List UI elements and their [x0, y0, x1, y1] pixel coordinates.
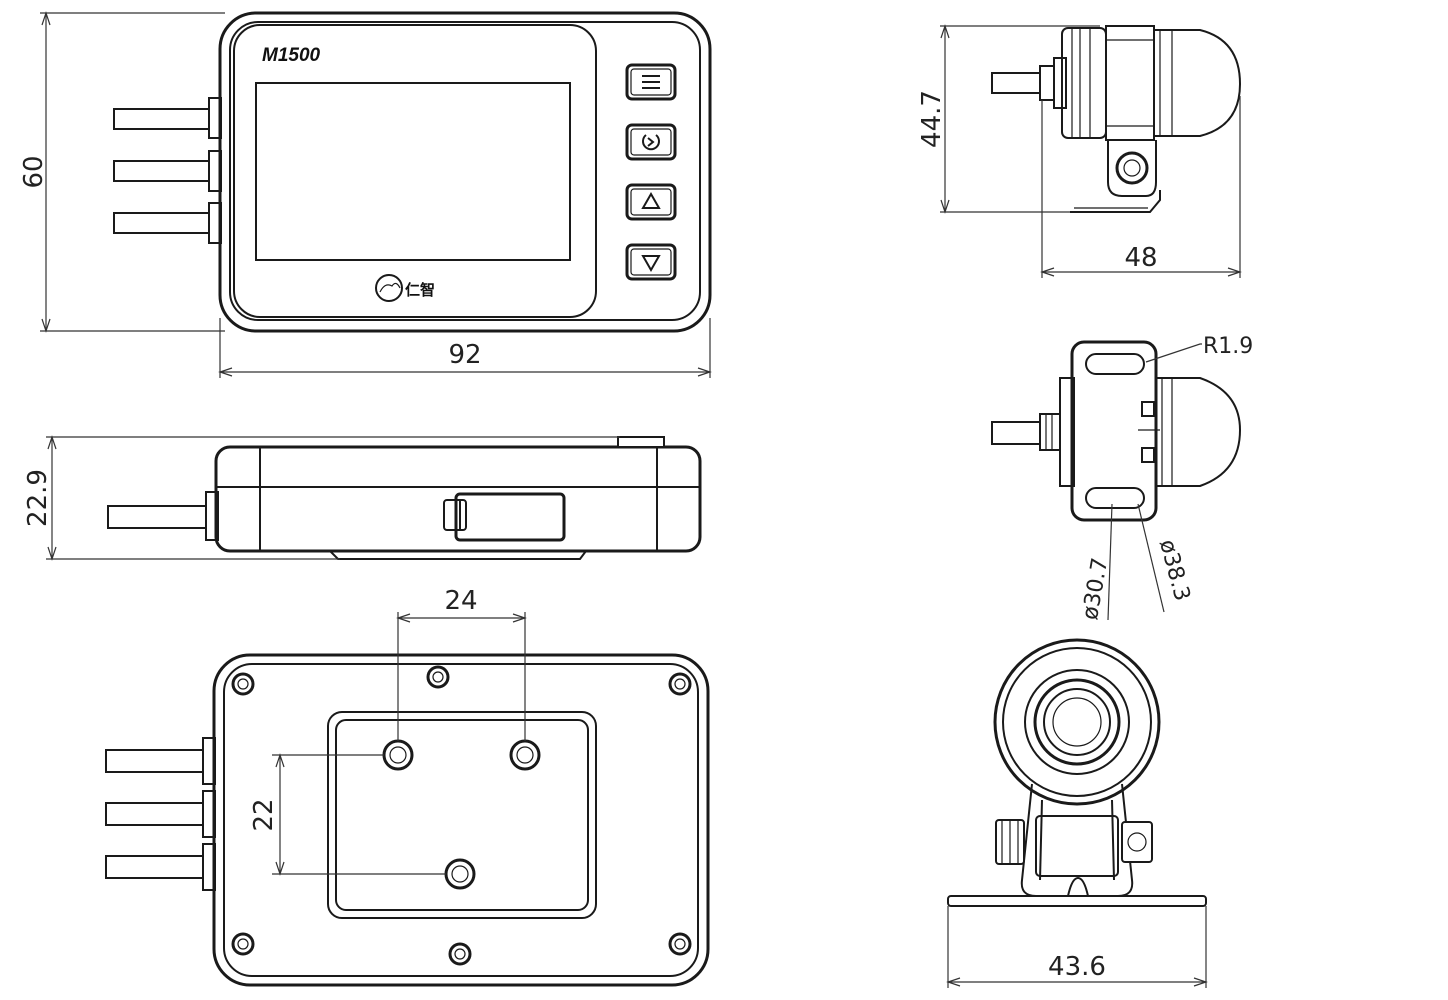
dimension-22-9: 22.9 — [23, 435, 620, 561]
back-cables — [105, 737, 216, 891]
side-mount-clip — [443, 492, 566, 542]
dim-label-22: 22 — [249, 798, 279, 831]
back-housing-inner — [223, 663, 699, 977]
screw-bottom-middle — [448, 942, 472, 966]
front-cables — [113, 97, 222, 244]
dimension-48: 48 — [1040, 96, 1242, 278]
camera-bracket — [1070, 340, 1158, 522]
display-bezel — [233, 24, 597, 318]
brand-mark-text: 仁智 — [405, 281, 435, 299]
side-cable — [107, 505, 211, 529]
dimension-44-7: 44.7 — [917, 24, 1100, 214]
camera-front-view: 43.6 — [946, 638, 1208, 988]
button-power — [625, 123, 677, 161]
camera-top-cable — [991, 421, 1041, 445]
dim-label-43-6: 43.6 — [1048, 952, 1106, 982]
screw-bottom-right — [668, 932, 692, 956]
dimension-d30-7: ø30.7 — [1078, 503, 1113, 622]
dim-label-48: 48 — [1124, 243, 1157, 273]
dim-label-r1-9: R1.9 — [1203, 334, 1253, 359]
bracket-nut-left — [995, 819, 1025, 865]
mount-hole-left — [382, 739, 414, 771]
dim-label-24: 24 — [444, 586, 477, 616]
mount-hole-bottom — [444, 858, 476, 890]
camera-side-cable — [991, 72, 1045, 94]
dim-label-92: 92 — [448, 340, 481, 370]
dimension-22: 22 — [249, 753, 446, 876]
dim-label-44-7: 44.7 — [917, 90, 947, 148]
screw-top-left — [231, 672, 255, 696]
display-side-view: 22.9 — [23, 435, 702, 561]
display-screen — [255, 82, 571, 261]
camera-base-plate — [947, 895, 1207, 907]
display-housing-inner — [229, 21, 701, 321]
display-back-view: 24 22 — [105, 586, 710, 987]
camera-side-view: 44.7 48 — [917, 24, 1242, 278]
button-menu — [625, 63, 677, 101]
bracket-slot-top — [1085, 353, 1145, 375]
dimension-60: 60 — [19, 11, 225, 333]
screw-top-right — [668, 672, 692, 696]
dimension-24: 24 — [396, 586, 527, 741]
display-housing-outer — [218, 11, 712, 333]
dim-label-22-9: 22.9 — [23, 469, 53, 527]
camera-lens-housing — [993, 638, 1161, 806]
model-label: M1500 — [262, 45, 321, 66]
camera-top-view: R1.9 ø30.7 ø38.3 — [991, 334, 1253, 622]
dimension-r1-9: R1.9 — [1145, 334, 1253, 363]
dimension-43-6: 43.6 — [946, 906, 1208, 988]
brand-logo: 仁智 — [375, 274, 435, 302]
button-down — [625, 243, 677, 281]
dim-label-60: 60 — [19, 155, 49, 188]
back-housing-outer — [212, 653, 710, 987]
bracket-slot-bottom — [1085, 487, 1145, 509]
dimension-92: 92 — [218, 318, 712, 378]
button-up — [625, 183, 677, 221]
side-housing — [214, 445, 702, 553]
bracket-nut-right — [1121, 821, 1153, 863]
mount-plate-outer — [327, 711, 597, 919]
screw-bottom-left — [231, 932, 255, 956]
screw-top-middle — [426, 665, 450, 689]
display-front-view: M1500 仁智 — [19, 11, 712, 378]
mount-hole-right — [509, 739, 541, 771]
mount-plate-inner — [335, 719, 589, 911]
